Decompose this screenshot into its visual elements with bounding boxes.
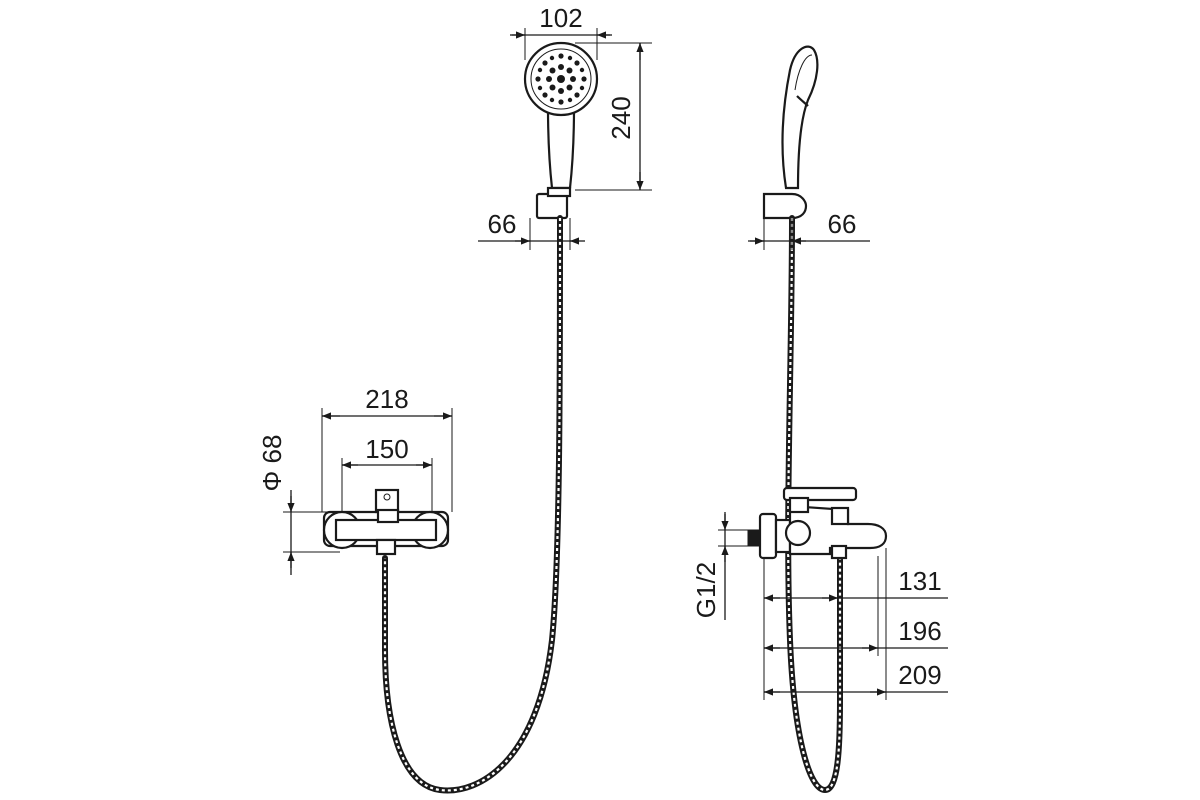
dimension-depth-1-label: 131 [898,566,941,596]
dimension-depth-3-label: 209 [898,660,941,690]
side-view: 66 G1/2 131 196 [691,45,948,794]
dimension-connection-thread-label: G1/2 [691,562,721,618]
spray-nozzles [535,53,587,105]
dimension-head-width: 102 [510,3,612,60]
hand-shower-front [523,41,599,190]
dimension-mixer-diameter: Φ 68 [257,435,340,575]
dimension-mixer-width-label: 218 [365,384,408,414]
front-view: 102 240 66 218 [257,3,652,794]
dimension-head-length-label: 240 [606,96,636,139]
dimension-head-width-label: 102 [539,3,582,33]
dimension-depth-3: 209 [764,660,948,696]
mixer-front [322,488,450,556]
dimension-head-length: 240 [575,42,652,191]
dimension-connection-thread: G1/2 [691,512,760,620]
shower-holder-side [762,192,808,220]
dimension-mixer-width: 218 [321,384,453,512]
shower-holder-front [535,186,572,220]
dimension-holder-width-front: 66 [478,209,585,250]
hand-shower-side [781,45,819,190]
dimension-depth-1: 131 [764,566,948,602]
dimension-mixer-centers-label: 150 [365,434,408,464]
mixer-side [747,486,888,560]
dimension-holder-width-front-label: 66 [488,209,517,239]
dimension-mixer-centers: 150 [341,434,433,512]
dimension-holder-width-side: 66 [748,209,870,250]
dimension-mixer-diameter-label: Φ 68 [257,435,287,492]
hose-front [382,215,563,794]
dimension-depth-2: 196 [764,616,948,652]
dimension-depth-2-label: 196 [898,616,941,646]
dimension-holder-width-side-label: 66 [828,209,857,239]
